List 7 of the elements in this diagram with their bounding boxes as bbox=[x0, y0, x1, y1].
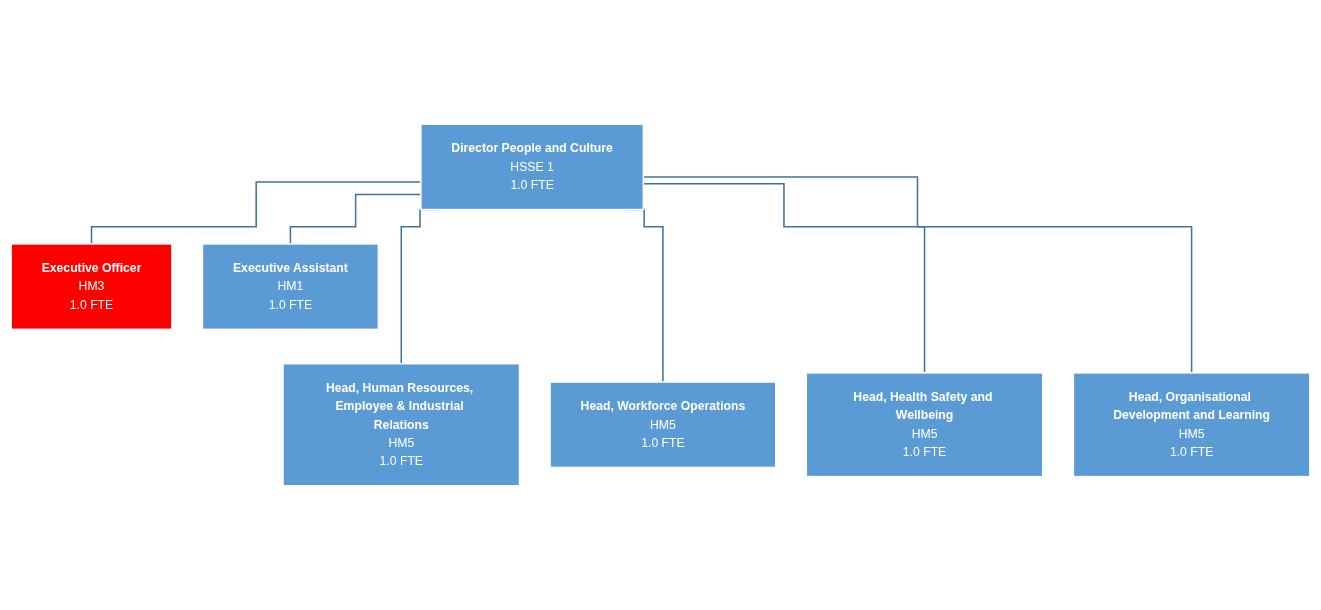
node-box: Head, Health Safety and Wellbeing HM5 1.0 FTE bbox=[805, 372, 1044, 478]
node-box: Executive Assistant HM1 1.0 FTE bbox=[201, 243, 380, 331]
node-box: Executive Officer HM3 1.0 FTE bbox=[10, 243, 173, 331]
node-box: Director People and Culture HSSE 1 1.0 FTE bbox=[420, 123, 645, 211]
node-box: Head, Human Resources, Employee & Industrial Relations HM5 1.0 FTE bbox=[282, 363, 521, 487]
node-box: Head, Organisational Development and Learning HM5 1.0 FTE bbox=[1072, 372, 1311, 478]
node-box: Head, Workforce Operations HM5 1.0 FTE bbox=[549, 381, 777, 469]
